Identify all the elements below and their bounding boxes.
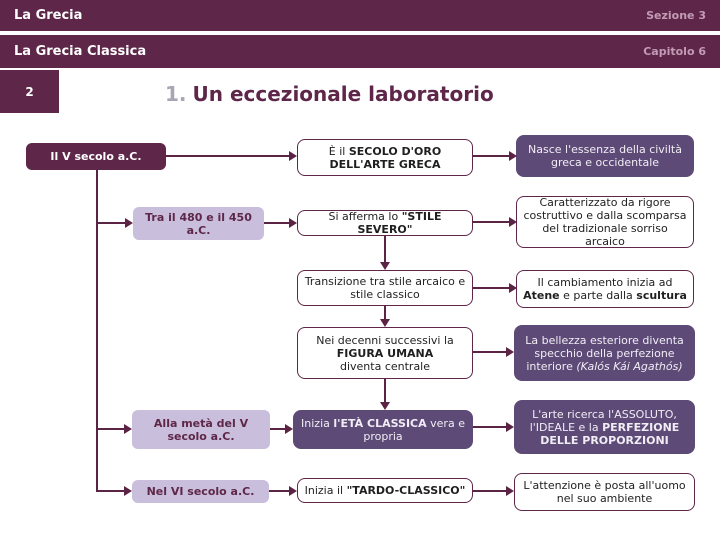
- connector-line: [473, 426, 506, 428]
- flow-box-essenza-civilta: Nasce l'essenza della civiltà greca e oc…: [516, 135, 694, 177]
- flow-box-tardo-classico: Inizia il "TARDO-CLASSICO": [297, 478, 473, 503]
- connector-line: [97, 222, 125, 224]
- slide-page-number: 2: [0, 70, 59, 113]
- arrowhead-right-icon: [289, 151, 297, 161]
- connector-line: [473, 351, 506, 353]
- arrowhead-right-icon: [506, 486, 514, 496]
- flow-box-kalos-kai-agathos: La bellezza esteriore diventa specchio d…: [514, 325, 695, 381]
- slide-title: 1.Un eccezionale laboratorio: [165, 82, 494, 106]
- connector-line: [473, 287, 509, 289]
- arrowhead-right-icon: [509, 283, 517, 293]
- connector-line: [473, 221, 509, 223]
- flow-box-transizione: Transizione tra stile arcaico e stile cl…: [297, 270, 473, 306]
- flow-box-uomo-ambiente: L'attenzione è posta all'uomo nel suo am…: [514, 473, 695, 511]
- connector-line: [97, 490, 124, 492]
- flow-box-eta-classica: Inizia l'ETÀ CLASSICA vera e propria: [293, 410, 473, 449]
- slide-title-number: 1.: [165, 82, 187, 106]
- arrowhead-right-icon: [506, 347, 514, 357]
- flow-box-meta-v-secolo: Alla metà del V secolo a.C.: [132, 410, 270, 449]
- flow-box-secolo-doro: È il SECOLO D'ORO DELL'ARTE GRECA: [297, 139, 473, 176]
- connector-line: [384, 306, 386, 319]
- arrowhead-down-icon: [380, 319, 390, 327]
- connector-trunk-line: [96, 170, 98, 492]
- connector-line: [384, 379, 386, 402]
- chapter-number-label: Capitolo 6: [643, 45, 706, 58]
- arrowhead-down-icon: [380, 262, 390, 270]
- connector-line: [97, 428, 124, 430]
- flow-box-vi-secolo: Nel VI secolo a.C.: [132, 480, 269, 503]
- section-number-label: Sezione 3: [646, 9, 706, 22]
- connector-line: [166, 155, 289, 157]
- arrowhead-right-icon: [509, 151, 517, 161]
- arrowhead-right-icon: [289, 486, 297, 496]
- slide-title-text: Un eccezionale laboratorio: [192, 82, 494, 106]
- connector-line: [473, 490, 506, 492]
- arrowhead-right-icon: [289, 218, 297, 228]
- section-title: La Grecia: [14, 8, 83, 23]
- flow-box-v-secolo: Il V secolo a.C.: [26, 143, 166, 170]
- arrowhead-right-icon: [124, 424, 132, 434]
- connector-line: [384, 236, 386, 262]
- connector-line: [270, 428, 285, 430]
- chapter-title: La Grecia Classica: [14, 44, 147, 59]
- page-number-text: 2: [25, 84, 34, 99]
- arrowhead-down-icon: [380, 402, 390, 410]
- flow-box-perfezione: L'arte ricerca l'ASSOLUTO, l'IDEALE e la…: [514, 400, 695, 454]
- connector-line: [269, 490, 289, 492]
- header-bar-section: La Grecia Sezione 3: [0, 0, 720, 31]
- flow-box-480-450: Tra il 480 e il 450 a.C.: [133, 207, 264, 240]
- header-bar-chapter: La Grecia Classica Capitolo 6: [0, 35, 720, 68]
- connector-line: [264, 222, 289, 224]
- arrowhead-right-icon: [285, 424, 293, 434]
- connector-line: [473, 155, 509, 157]
- flow-box-stile-severo: Si afferma lo "STILE SEVERO": [297, 210, 473, 236]
- arrowhead-right-icon: [125, 218, 133, 228]
- arrowhead-right-icon: [124, 486, 132, 496]
- arrowhead-right-icon: [506, 422, 514, 432]
- arrowhead-right-icon: [509, 217, 517, 227]
- flow-box-atene-scultura: Il cambiamento inizia ad Atene e parte d…: [516, 270, 694, 308]
- flow-box-rigore: Caratterizzato da rigore costruttivo e d…: [516, 196, 694, 248]
